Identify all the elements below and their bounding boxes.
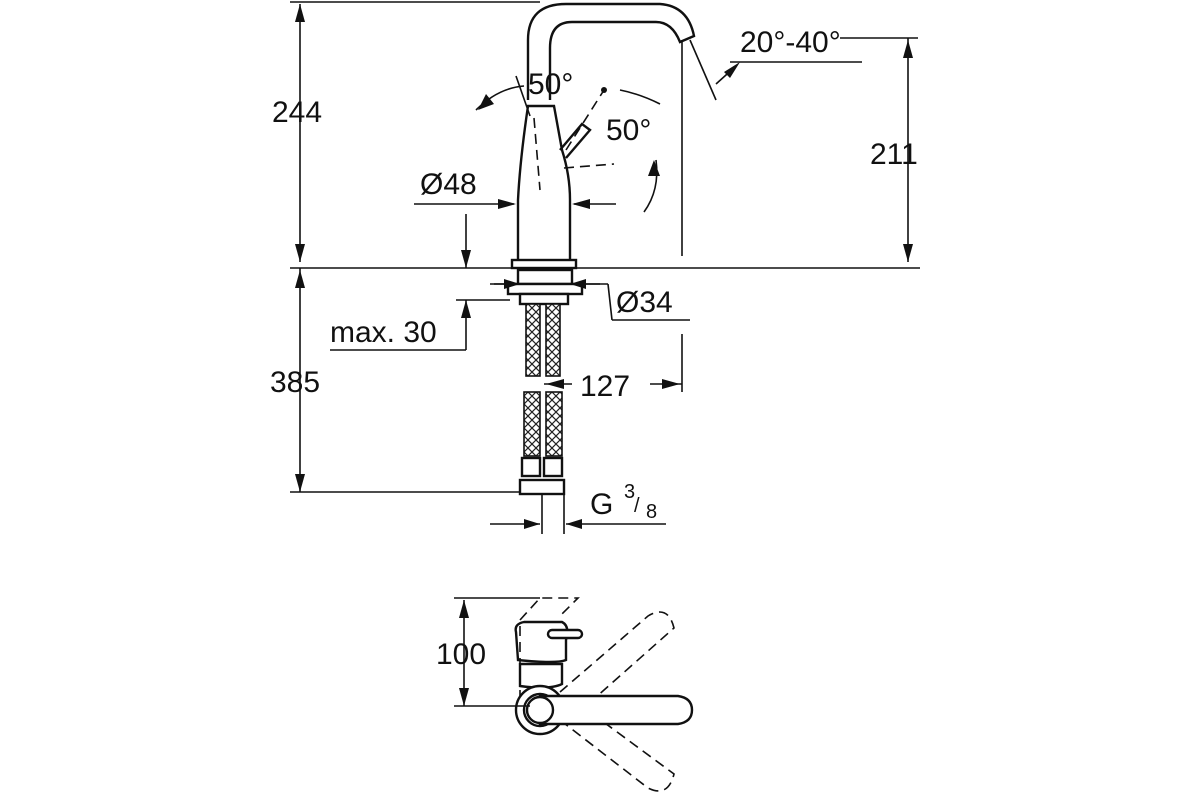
dim-connection-thread-slash: / [634, 495, 640, 517]
dim-body-diameter: Ø48 [414, 168, 616, 209]
faucet-body [516, 104, 572, 264]
dim-244: 244 [272, 1, 540, 262]
dim-connection-thread-num: 3 [624, 481, 635, 503]
dim-connection-thread: G 3 / 8 [490, 481, 666, 534]
spout-top [514, 620, 569, 664]
hose-left-nut [520, 456, 542, 478]
lever-knob-top [546, 628, 584, 640]
spout-top-inner [518, 662, 564, 689]
hose-right-lower [545, 391, 563, 457]
lever-top [538, 694, 694, 726]
handle-position-dashed-1 [563, 163, 615, 169]
dim-body-diameter-label: Ø48 [420, 168, 477, 201]
dim-thread-diameter: Ø34 [494, 279, 690, 321]
dim-deck-thickness: max. 30 [330, 214, 510, 351]
dim-connection-thread-den: 8 [646, 501, 657, 523]
dim-spout-angle-label: 20°-40° [740, 26, 841, 59]
faucet-side-view [510, 2, 696, 270]
spout [526, 2, 696, 100]
dim-385: 385 [270, 268, 520, 493]
dim-211: 211 [840, 37, 918, 262]
mounting-assembly [506, 268, 584, 306]
dim-211-label: 211 [870, 138, 918, 171]
dim-connection-thread-letter: G [590, 488, 613, 521]
dim-deck-thickness-label: max. 30 [330, 316, 437, 349]
dim-spout-reach-label: 127 [580, 370, 630, 403]
handle-position-dashed-2 [533, 117, 541, 191]
dim-100: 100 [436, 597, 540, 707]
hose-left-lower [523, 391, 541, 457]
dim-244-label: 244 [272, 96, 322, 129]
handle-swing-dashed-upper [559, 611, 675, 707]
hose-left-upper [525, 303, 541, 377]
supply-hoses [518, 303, 566, 496]
handle-swing-dashed-lower [559, 711, 675, 792]
dim-thread-diameter-label: Ø34 [616, 286, 673, 319]
dim-handle-angle-side-label: 50° [606, 114, 651, 147]
dim-spout-angle: 20°-40° [689, 26, 862, 101]
dim-handle-angle-top: 50° [475, 68, 661, 117]
base-plate [510, 258, 578, 270]
top-dashed-outline [519, 597, 580, 700]
connection-fitting [518, 478, 566, 496]
dim-handle-angle-top-label: 50° [528, 68, 573, 101]
hose-right-upper [545, 303, 561, 377]
dim-handle-angle-side: 50° [606, 114, 660, 213]
handle-axis-dashed [565, 89, 605, 151]
dim-spout-reach: 127 [544, 334, 683, 403]
dim-385-label: 385 [270, 366, 320, 399]
dim-100-label: 100 [436, 638, 486, 671]
lever-pivot [525, 695, 555, 725]
faucet-top-view [514, 597, 694, 792]
lever-handle [559, 122, 592, 159]
hose-right-nut [542, 456, 564, 478]
